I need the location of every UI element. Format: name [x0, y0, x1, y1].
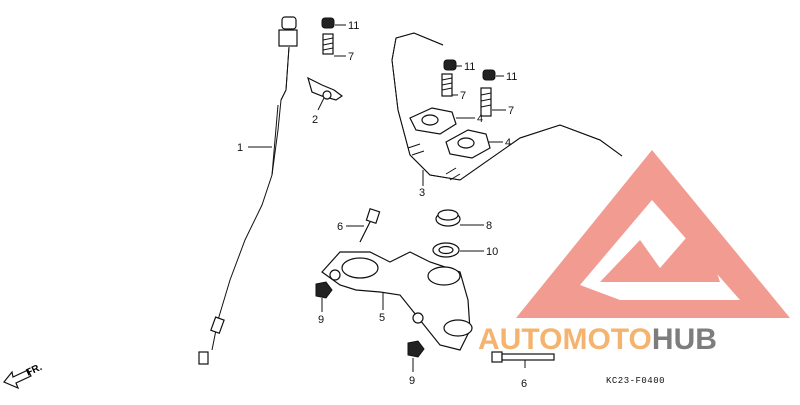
nut-9b — [407, 340, 425, 358]
callout-8: 8 — [486, 220, 492, 232]
front-arrow-label: FR. — [25, 362, 44, 379]
bridge-left-fork-hole — [341, 257, 379, 279]
handlebar-knurl — [407, 143, 461, 181]
watermark-m-shape — [600, 222, 720, 282]
callout-labels: 1 2 3 4 4 5 6 6 7 7 7 8 9 9 10 11 11 11 — [237, 20, 527, 390]
callout-4b: 4 — [505, 137, 511, 149]
washer-hole — [438, 245, 454, 255]
handlebar — [391, 32, 623, 181]
callout-11c: 11 — [506, 71, 517, 83]
handlebar-holder-left — [409, 107, 457, 135]
stem-nut-top — [437, 209, 459, 221]
bridge-lug-left — [329, 269, 341, 281]
cap-11b — [443, 59, 457, 71]
cable-knob — [281, 16, 297, 30]
bolt-6b-shaft — [501, 353, 555, 361]
cable-assembly — [198, 16, 298, 365]
holder-right-hole — [457, 137, 475, 149]
callout-9a: 9 — [318, 314, 324, 326]
clamp-hole — [322, 90, 332, 100]
cable-line — [211, 46, 290, 351]
watermark-logo — [516, 150, 790, 318]
callout-11a: 11 — [348, 20, 359, 32]
cap-11a — [321, 17, 335, 29]
callout-10: 10 — [486, 246, 498, 258]
callout-7c: 7 — [508, 105, 514, 117]
holder-left-hole — [421, 114, 439, 126]
callout-4a: 4 — [477, 113, 483, 125]
bolt-7a-thread — [322, 37, 334, 51]
callout-3: 3 — [419, 187, 425, 199]
front-direction-indicator: FR. — [3, 362, 44, 390]
bridge-right-fork-hole — [443, 319, 473, 337]
callout-7a: 7 — [348, 51, 354, 63]
bolt-mid — [441, 59, 457, 97]
callout-2: 2 — [312, 114, 318, 126]
bolt-7b-thread — [441, 77, 453, 91]
clamp-body — [307, 76, 344, 101]
front-arrow-icon — [3, 369, 32, 390]
handlebar-holder-right — [445, 129, 491, 159]
cap-11c — [482, 69, 496, 81]
bolt-7c-thread — [480, 92, 492, 108]
watermark-word-part1: AUTOMOTO — [478, 323, 652, 356]
handlebar-fill — [391, 32, 623, 181]
watermark-text: AUTOMOTOHUB — [478, 323, 717, 356]
watermark-word: AUTOMOTOHUB — [478, 323, 717, 356]
bolt-6-lower — [491, 351, 555, 363]
bolt-6-upper — [359, 207, 381, 243]
callout-11b: 11 — [464, 61, 475, 73]
bridge-center-hole — [427, 266, 461, 286]
callout-9b: 9 — [409, 375, 415, 387]
cable-end-fitting — [210, 316, 225, 335]
cable-end-barrel — [198, 351, 209, 365]
figure-code: KC23-F0400 — [606, 376, 665, 386]
leader-2 — [317, 97, 325, 111]
callout-5: 5 — [379, 312, 385, 324]
cable-clamp — [307, 76, 344, 101]
fork-top-bridge — [321, 251, 473, 351]
callout-6a: 6 — [337, 221, 343, 233]
callout-1: 1 — [237, 142, 243, 154]
bolt-6a-head — [365, 207, 381, 225]
bolt-6a-shaft-fill — [359, 221, 371, 243]
nut-9a — [315, 281, 333, 299]
cable-nut — [278, 29, 298, 47]
bolt-upper-left — [321, 17, 335, 55]
handlebar-outline — [391, 32, 623, 181]
callout-7b: 7 — [460, 90, 466, 102]
callout-6b: 6 — [521, 378, 527, 390]
cable-sheath — [271, 104, 279, 176]
watermark-word-part2: HUB — [652, 323, 717, 356]
cable-upper-sheath — [280, 46, 290, 101]
bridge-lug-right — [412, 312, 424, 324]
bolt-right — [480, 69, 496, 117]
leader-lines — [248, 24, 526, 372]
bolt-7c-shaft — [480, 87, 492, 117]
